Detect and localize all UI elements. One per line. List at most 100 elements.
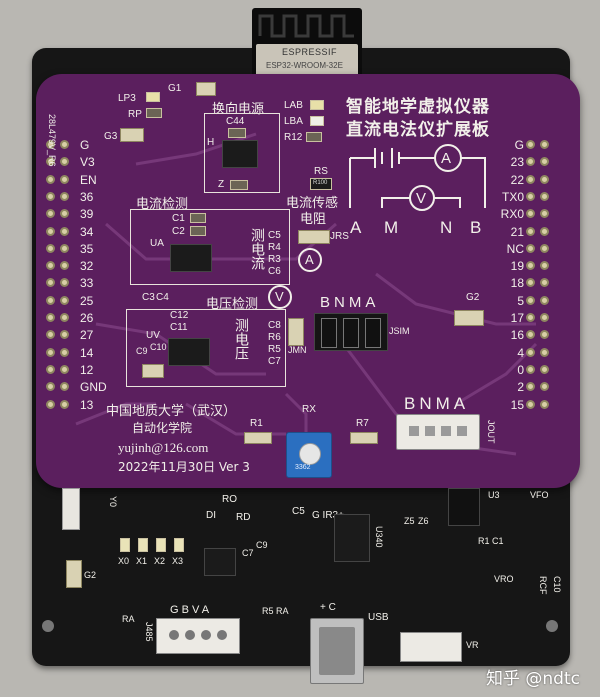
jout-connector[interactable]	[396, 414, 480, 450]
circuit-letter-b: B	[470, 218, 482, 237]
school-name: 自动化学院	[132, 421, 193, 435]
label-r100: R100	[313, 180, 328, 186]
left-pin-label: 34	[80, 224, 94, 239]
header-pin	[526, 313, 535, 322]
label-jrs: JRS	[330, 231, 349, 242]
header-pin	[46, 140, 55, 149]
label-lp3: LP3	[118, 93, 136, 104]
left-pin-label: 27	[80, 328, 94, 343]
header-pin	[46, 174, 55, 184]
label-c7: C7	[268, 356, 281, 367]
jumper-jmn	[288, 318, 304, 346]
header-pin	[46, 243, 55, 253]
current-meter-symbol: A	[298, 248, 322, 272]
label-uv: UV	[146, 330, 160, 341]
module-brand: ESPRESSIF	[282, 47, 338, 57]
connector-pin	[169, 630, 179, 640]
test-pad-g2	[454, 310, 484, 326]
jumper-jrs	[298, 230, 330, 244]
header-pin	[46, 330, 55, 340]
label-g1: G1	[168, 83, 182, 94]
label-rcf: RCF	[538, 576, 548, 595]
header-pin	[540, 313, 549, 322]
label-ua: UA	[150, 238, 164, 249]
label-x3: X3	[172, 556, 184, 566]
header-pin	[526, 364, 535, 374]
label-di: DI	[206, 510, 216, 521]
label-z: Z	[218, 179, 225, 190]
header-pin	[540, 157, 549, 167]
right-pin-label: 2	[517, 380, 524, 395]
label-u340: U340	[374, 526, 384, 548]
potentiometer-knob[interactable]	[299, 443, 321, 465]
label-c1: C1	[172, 213, 185, 224]
potentiometer[interactable]: 3362	[286, 432, 332, 478]
purple-pcb	[36, 74, 580, 488]
antenna-trace-icon	[258, 14, 354, 38]
header-bnma-label-top: BNMA	[320, 294, 380, 311]
header-pin	[46, 226, 55, 236]
j485-connector[interactable]	[156, 618, 240, 654]
circuit-letter-a: A	[350, 218, 362, 237]
header-pin	[46, 209, 55, 219]
vertical-voltage-label: 测电压	[233, 318, 249, 360]
left-pin-label: 12	[80, 362, 94, 377]
usb-port[interactable]	[310, 618, 364, 684]
current-section-box	[130, 209, 290, 285]
resistor-rp	[146, 108, 162, 118]
header-pin	[60, 313, 69, 322]
right-pin-label: 19	[510, 259, 524, 274]
label-ro: RO	[222, 494, 237, 505]
mounting-hole	[546, 620, 558, 632]
label-jout: JOUT	[486, 420, 496, 444]
header-pin	[540, 278, 549, 288]
label-r1-black: R1	[478, 536, 490, 546]
resistor-r12	[306, 132, 322, 142]
header-pin	[540, 261, 549, 271]
label-jmn: JMN	[288, 345, 307, 355]
led-x3	[174, 538, 184, 552]
vr-connector[interactable]	[400, 632, 462, 662]
test-pad-g1	[196, 82, 216, 96]
header-pin	[60, 330, 69, 340]
header-pin	[60, 174, 69, 184]
header-pin	[46, 157, 55, 167]
left-pin-label: EN	[80, 172, 97, 187]
left-pin-label: 25	[80, 293, 94, 308]
label-y-row: Y0	[108, 496, 118, 507]
header-pin	[60, 295, 69, 305]
header-pin	[60, 157, 69, 167]
label-g2-black: G2	[84, 570, 97, 580]
left-pin-label: 33	[80, 276, 94, 291]
label-c9-black: C9	[256, 540, 268, 550]
header-pin	[46, 347, 55, 357]
right-pin-label: 21	[510, 224, 524, 239]
header-pin	[526, 140, 535, 149]
connector-pin	[441, 426, 451, 436]
connector-pin	[185, 630, 195, 640]
led-x1	[138, 538, 148, 552]
label-r3: R3	[268, 254, 281, 265]
right-pin-label: 22	[510, 172, 524, 187]
white-connector	[62, 488, 80, 530]
label-rp: RP	[128, 109, 142, 120]
label-c10-black: C10	[552, 576, 562, 593]
label-r1: R1	[250, 418, 263, 429]
right-pin-header	[526, 140, 554, 416]
header-pin	[60, 226, 69, 236]
circuit-letter-m: M	[384, 218, 399, 237]
led-lab	[310, 100, 324, 110]
test-pad-g3	[120, 128, 144, 142]
label-c10: C10	[150, 342, 167, 352]
right-pin-label: 23	[510, 155, 524, 170]
section-sensor-label-1: 电流传感	[286, 196, 339, 211]
header-pin	[540, 382, 549, 392]
ic-u3	[448, 488, 480, 526]
left-pin-header	[46, 140, 74, 416]
label-c3: C3	[142, 292, 155, 303]
label-r4: R4	[268, 242, 281, 253]
left-pin-label: 26	[80, 311, 94, 325]
label-c2: C2	[172, 226, 185, 237]
right-pin-label: G	[514, 138, 524, 152]
label-rx: RX	[302, 404, 316, 415]
